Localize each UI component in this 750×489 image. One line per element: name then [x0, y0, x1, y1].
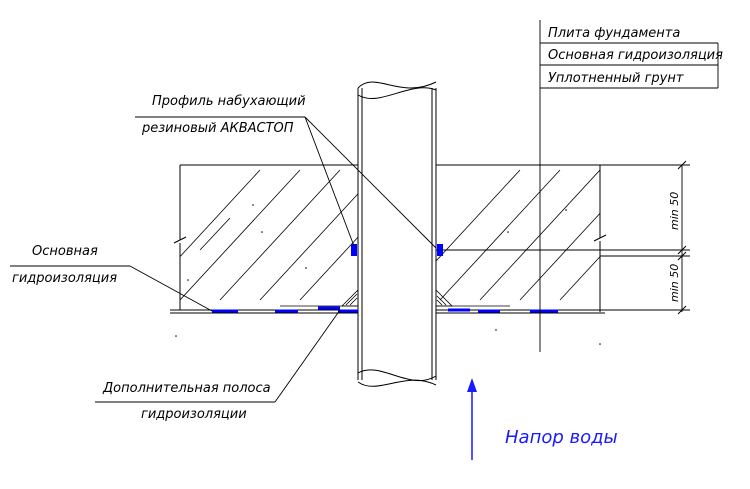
aquastop-profile-right	[437, 244, 443, 256]
waterproof-layer	[212, 306, 558, 313]
label-main-waterproof-top: Основная гидроизоляция	[548, 48, 723, 63]
pipe	[357, 81, 437, 387]
label-extra-strip-line1: Дополнительная полоса	[102, 381, 271, 396]
label-water-pressure: Напор воды	[505, 427, 618, 448]
label-compacted-soil: Уплотненный грунт	[548, 71, 684, 86]
dimension-lower: min 50	[668, 264, 681, 302]
dimension-ticks	[677, 160, 687, 315]
label-main-waterproof-line2: гидроизоляция	[12, 271, 117, 286]
aquastop-profile-left	[351, 244, 357, 256]
slab-outline	[170, 164, 690, 314]
label-profile-line1: Профиль набухающий	[152, 94, 306, 109]
extra-strip	[280, 289, 510, 307]
aggregate-dots	[175, 204, 601, 345]
label-extra-strip-line2: гидроизоляции	[141, 407, 247, 422]
water-pressure-arrow	[467, 378, 477, 460]
label-foundation-slab: Плита фундамента	[548, 26, 680, 41]
slab-hatch-left	[180, 169, 358, 301]
label-profile-line2: резиновый АКВАСТОП	[141, 121, 294, 136]
dimension-upper: min 50	[668, 192, 681, 230]
label-main-waterproof-line1: Основная	[32, 244, 98, 259]
leader-lines	[10, 20, 719, 403]
